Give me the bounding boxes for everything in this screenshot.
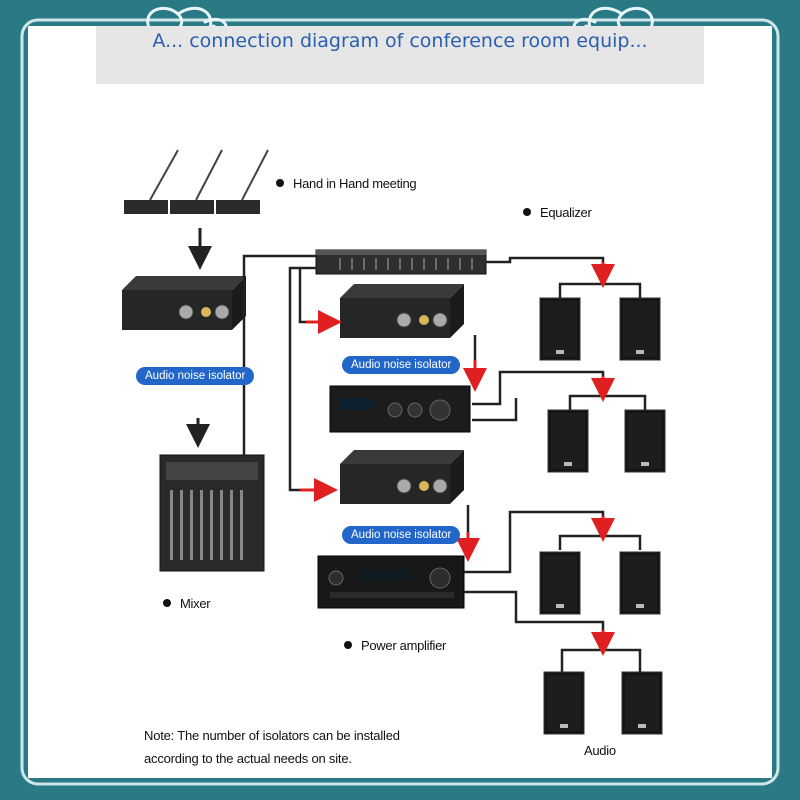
label-equalizer: Equalizer [523,205,592,220]
label-power-amplifier: Power amplifier [344,638,446,653]
title-band [96,26,704,84]
label-audio: Audio [584,743,616,758]
amplifier-device-1 [329,385,471,433]
equalizer-device [315,249,487,275]
label-meeting: Hand in Hand meeting [276,176,417,191]
isolator-badge-3: Audio noise isolator [342,526,461,544]
note-line-1: Note: The number of isolators can be ins… [144,728,400,743]
isolator-badge-2: Audio noise isolator [342,356,461,374]
isolator-device-1 [121,275,247,331]
power-amplifier-device [317,555,465,609]
label-equalizer-text: Equalizer [540,205,592,220]
isolator-device-3 [339,449,465,505]
bullet-dot [344,641,352,649]
label-mixer-text: Mixer [180,596,211,611]
mixer-device [159,454,265,572]
red-signal-arrows [300,262,615,656]
label-meeting-text: Hand in Hand meeting [293,176,417,191]
installation-note: Note: The number of isolators can be ins… [144,724,400,770]
bullet-dot [163,599,171,607]
bullet-dot [523,208,531,216]
isolator-device-2 [339,283,465,339]
conference-microphones [124,149,269,214]
bullet-dot [276,179,284,187]
label-power-amplifier-text: Power amplifier [361,638,447,653]
diagram-title: A... connection diagram of conference ro… [152,30,648,52]
isolator-badge-1: Audio noise isolator [136,367,255,385]
label-mixer: Mixer [163,596,211,611]
note-line-2: according to the actual needs on site. [144,751,352,766]
